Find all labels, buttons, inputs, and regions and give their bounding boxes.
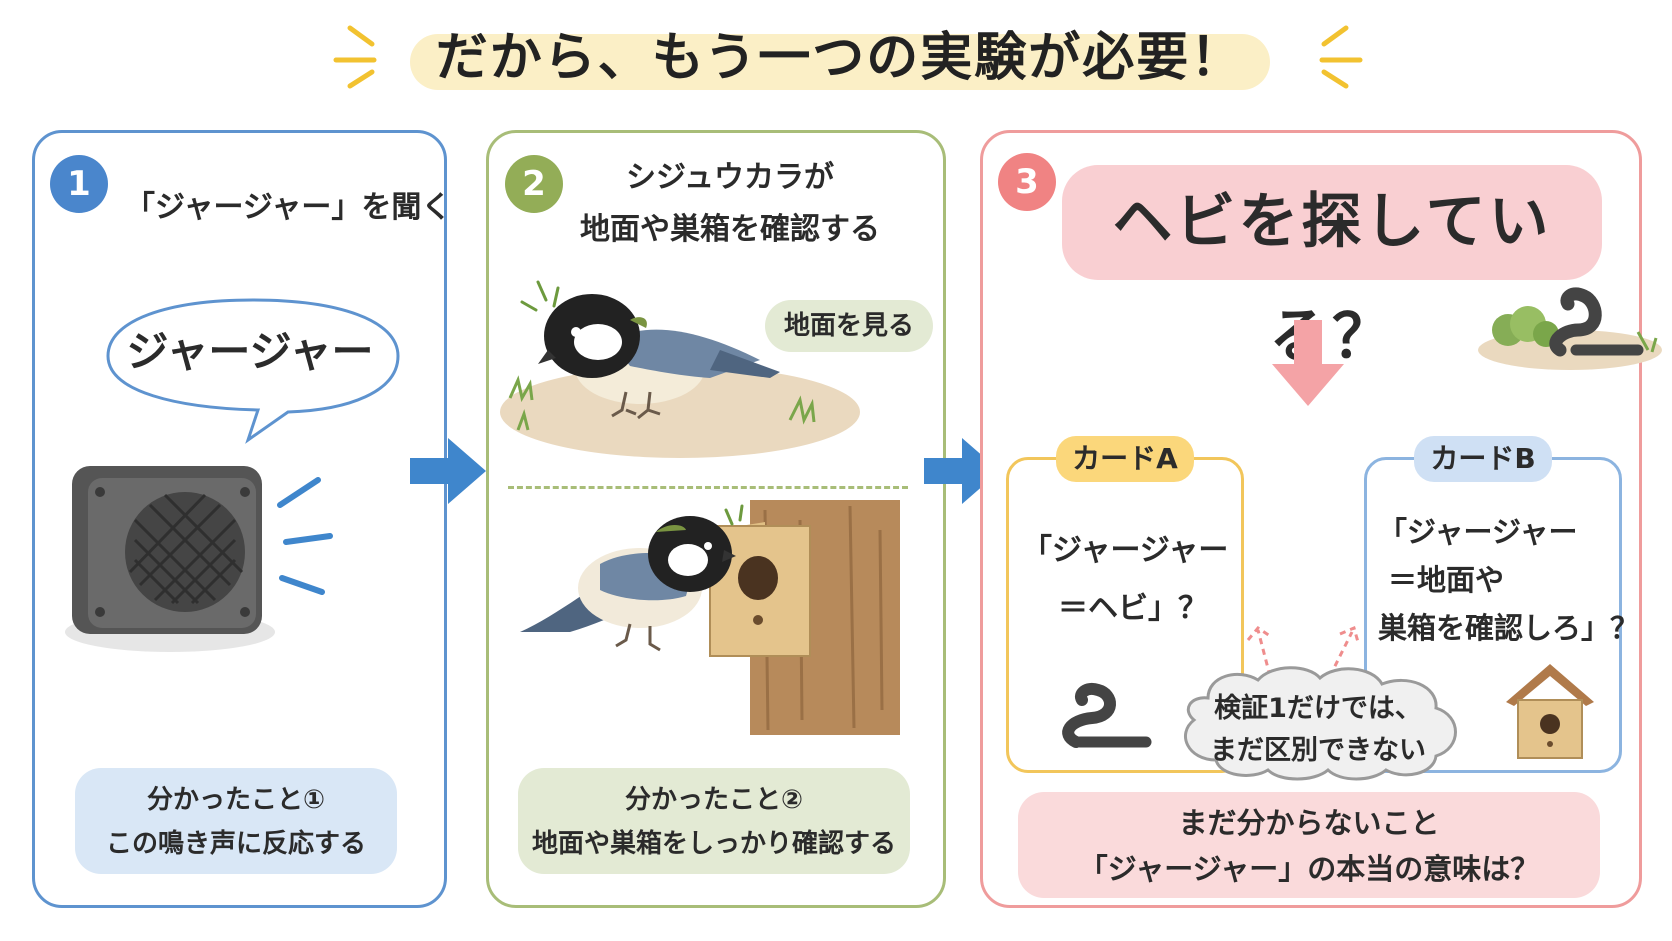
unknown-box: まだ分からないこと 「ジャージャー」の本当の意味は？: [1018, 792, 1600, 898]
card-a-line-1: 「ジャージャー: [1022, 533, 1229, 568]
card-b-line-3: 巣箱を確認しろ」？: [1378, 611, 1640, 645]
title-highlight: [410, 34, 1270, 90]
arrow-down-icon: [1272, 320, 1344, 406]
finding-2-text: 地面や巣箱をしっかり確認する: [531, 829, 896, 859]
finding-2-title: 分かったこと②: [624, 785, 803, 815]
arrow-right-icon: [410, 438, 486, 504]
unknown-title: まだ分からないこと: [1178, 806, 1440, 840]
card-b-line-1: 「ジャージャー: [1378, 515, 1578, 549]
unknown-text: 「ジャージャー」の本当の意味は？: [1078, 852, 1540, 886]
panel-2-divider: [508, 486, 908, 489]
card-b-tab: カードB: [1414, 436, 1552, 482]
panel-1-heading: 「ジャージャー」を聞く: [125, 190, 452, 225]
card-a-text: 「ジャージャー ＝ヘビ」？: [1022, 522, 1228, 638]
label-ground: 地面を見る: [765, 300, 933, 352]
speaker-icon: [65, 466, 333, 652]
card-b-text: 「ジャージャー ＝地面や 巣箱を確認しろ」？: [1378, 508, 1639, 652]
card-a-tab: カードA: [1056, 436, 1194, 482]
finding-1-text: この鳴き声に反応する: [105, 829, 366, 859]
birdhouse-icon: [1506, 664, 1594, 759]
step-number-2: 2: [505, 155, 563, 213]
panel-2-heading-line-1: シジュウカラが: [626, 160, 834, 195]
snake-icon: [1062, 683, 1152, 748]
cloud-line-2: まだ区別できない: [1210, 735, 1426, 766]
card-a-line-2: ＝ヘビ」？: [1058, 591, 1208, 626]
snake-question: ヘビを探している？: [1062, 165, 1602, 372]
step-number-1: 1: [50, 155, 108, 213]
speech-bubble: [106, 298, 400, 444]
sparkle-right-icon: [1319, 25, 1363, 89]
card-b-line-2: ＝地面や: [1388, 563, 1505, 597]
bird-ground-illustration: [500, 280, 860, 458]
cloud-line-1: 検証1だけでは、: [1214, 693, 1422, 724]
cloud-text: 検証1だけでは、 まだ区別できない: [1182, 688, 1454, 772]
dashed-arrows-icon: [1246, 625, 1360, 677]
snake-bush-icon: [1478, 287, 1662, 370]
panel-2-heading-line-2: 地面や巣箱を確認する: [580, 212, 880, 247]
step-number-3: 3: [998, 153, 1056, 211]
finding-1-title: 分かったこと①: [146, 785, 325, 815]
finding-2: 分かったこと② 地面や巣箱をしっかり確認する: [518, 768, 910, 874]
sparkle-left-icon: [333, 25, 377, 89]
thought-cloud: [1183, 666, 1457, 781]
panel-2-heading: シジュウカラが 地面や巣箱を確認する: [520, 152, 940, 256]
bubble-text: ジャージャー: [126, 327, 374, 376]
page-title: だから、もう一つの実験が必要！: [435, 28, 1245, 88]
bird-nestbox-illustration: [520, 500, 900, 735]
finding-1: 分かったこと① この鳴き声に反応する: [75, 768, 397, 874]
